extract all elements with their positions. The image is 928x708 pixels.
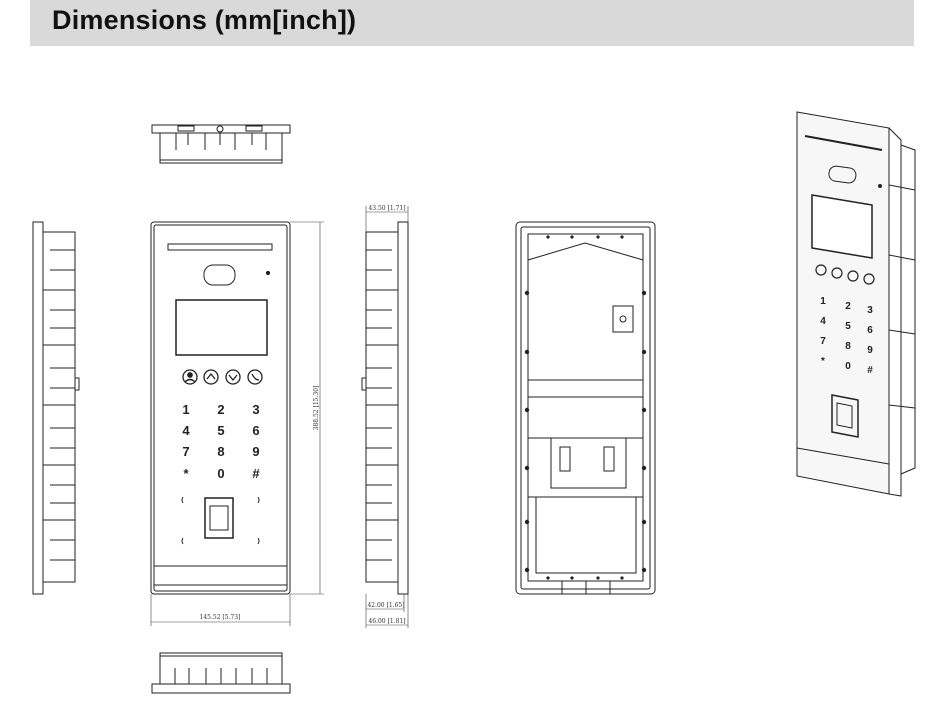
keypad: 1 2 3 4 5 6 7 8 9 * 0 #	[182, 402, 260, 481]
width-dimension: 145.52 [5.73]	[200, 614, 241, 621]
section-header: Dimensions (mm[inch])	[30, 0, 914, 46]
p-key-1: 1	[820, 296, 826, 307]
key-0: 0	[217, 466, 224, 481]
key-star: *	[183, 466, 189, 481]
front-view	[150, 221, 291, 595]
p-key-5: 5	[845, 321, 851, 332]
perspective-keypad: 1 2 3 4 5 6 7 8 9 * 0 #	[820, 296, 873, 376]
key-1: 1	[182, 402, 189, 417]
right-side-view	[361, 221, 409, 595]
top-view	[151, 124, 291, 164]
perspective-call-buttons	[815, 264, 875, 285]
call-button-row	[182, 369, 263, 385]
p-key-8: 8	[845, 341, 851, 352]
chevron-down-icon	[225, 369, 241, 385]
left-side-view	[32, 221, 80, 595]
key-2: 2	[217, 402, 224, 417]
p-key-9: 9	[867, 345, 873, 356]
rear-screw-holes	[524, 235, 647, 580]
key-3: 3	[252, 402, 259, 417]
height-dimension: 388.52 [15.30]	[313, 386, 320, 431]
key-4: 4	[182, 423, 190, 438]
perspective-view	[796, 111, 916, 497]
user-icon	[182, 369, 198, 385]
phone-icon	[247, 369, 263, 385]
chevron-up-icon	[203, 369, 219, 385]
key-5: 5	[217, 423, 224, 438]
p-key-4: 4	[820, 316, 826, 327]
rear-view	[515, 221, 656, 595]
p-key-2: 2	[845, 301, 851, 312]
p-key-hash: #	[867, 365, 873, 376]
bottom-view	[151, 652, 291, 694]
side-dimension-lines	[365, 206, 409, 628]
p-key-star: *	[821, 356, 825, 367]
top-depth-dimension: 43.50 [1.71]	[368, 205, 405, 212]
key-hash: #	[252, 466, 260, 481]
outer-depth-dimension: 46.00 [1.81]	[368, 618, 405, 625]
inner-depth-dimension: 42.00 [1.65]	[367, 602, 404, 609]
p-key-0: 0	[845, 361, 851, 372]
p-key-3: 3	[867, 305, 873, 316]
section-title: Dimensions (mm[inch])	[52, 5, 357, 35]
front-dimension-lines	[150, 221, 324, 626]
p-key-6: 6	[867, 325, 873, 336]
key-8: 8	[217, 444, 224, 459]
key-7: 7	[182, 444, 189, 459]
p-key-7: 7	[820, 336, 826, 347]
key-9: 9	[252, 444, 259, 459]
key-6: 6	[252, 423, 259, 438]
